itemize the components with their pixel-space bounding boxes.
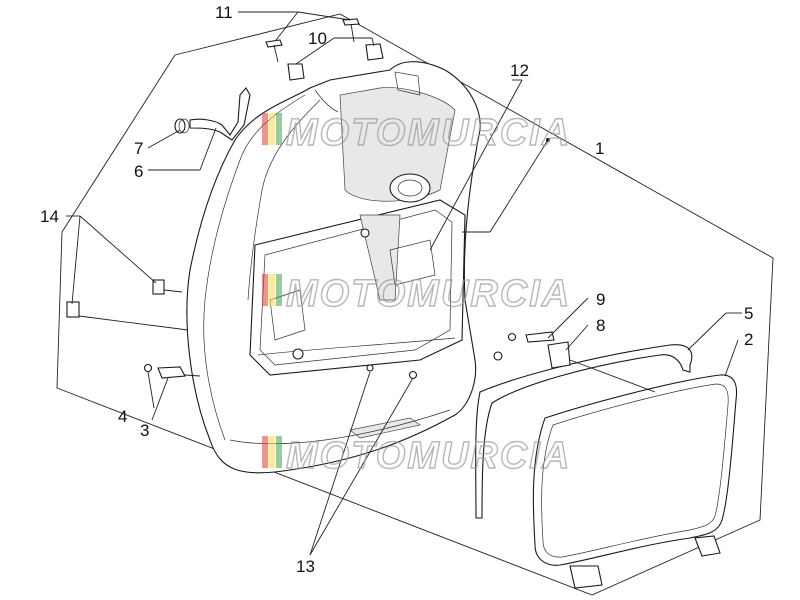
callout-10: 10 [308,29,327,48]
bracket-8-part [525,331,571,369]
hook-part [189,87,251,141]
callout-12: 12 [510,61,529,80]
leg-shield-part [186,61,503,474]
callout-11: 11 [215,3,233,22]
callout-7: 7 [134,139,143,158]
callout-labels: 11 10 12 7 6 1 14 9 8 5 2 4 3 13 [40,3,753,576]
callout-6: 6 [134,162,143,181]
watermark-text-mid: MOTOMURCIA [286,273,571,315]
callout-3: 3 [140,421,149,440]
lid-frame-part [475,344,693,519]
watermark: MOTOMURCIA MOTOMURCIA MOTOMURCIA [262,111,571,478]
watermark-flag-mid [262,274,282,306]
screw-4-part [143,363,153,373]
callout-9: 9 [596,290,605,309]
clip-10-parts [287,43,384,81]
callout-1: 1 [595,139,604,158]
callout-4: 4 [118,407,127,426]
callout-13: 13 [296,557,315,576]
bracket-3-part [157,366,186,379]
callout-5: 5 [744,304,753,323]
lid-panel-part [532,374,738,589]
screw-11-parts [265,18,360,63]
watermark-text-top: MOTOMURCIA [286,112,571,154]
watermark-flag-bottom [262,436,282,468]
callout-2: 2 [744,330,753,349]
watermark-flag-top [262,113,282,145]
assembly-boundary [56,13,774,596]
clip-14-parts [66,279,165,318]
screw-9-part [507,332,517,342]
watermark-text-bottom: MOTOMURCIA [286,435,571,477]
callout-8: 8 [596,316,605,335]
callout-14: 14 [40,207,59,226]
leader-lines [66,11,742,556]
spring-part [174,118,190,134]
